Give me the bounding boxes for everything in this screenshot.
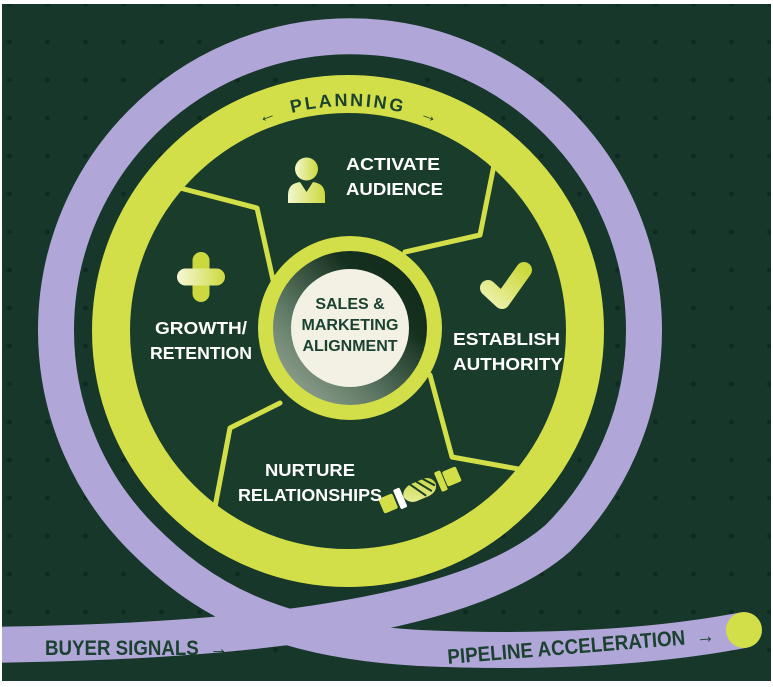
quadrant-establish-authority: ESTABLISH AUTHORITY bbox=[453, 262, 563, 374]
outer-loop bbox=[0, 18, 748, 668]
planning-arrow-left-icon: ← bbox=[255, 102, 279, 127]
divider-top-right bbox=[402, 157, 498, 255]
center-circle bbox=[291, 269, 409, 387]
svg-text:MARKETING: MARKETING bbox=[302, 317, 399, 334]
buyer-signals-arrow-icon: → bbox=[209, 637, 228, 660]
quadrant-nurture-relationships: NURTURE RELATIONSHIPS bbox=[238, 460, 462, 514]
activate-audience-label: AUDIENCE bbox=[346, 179, 443, 199]
handshake-icon bbox=[378, 466, 462, 514]
svg-text:ALIGNMENT: ALIGNMENT bbox=[302, 338, 397, 355]
flow-end-dot bbox=[726, 612, 762, 648]
check-icon bbox=[480, 262, 532, 309]
establish-authority-label: ESTABLISH bbox=[453, 329, 560, 349]
plus-icon bbox=[177, 252, 225, 302]
divider-bottom-right bbox=[427, 372, 538, 475]
growth-retention-label: GROWTH/ bbox=[155, 318, 247, 338]
nurture-relationships-label: RELATIONSHIPS bbox=[238, 485, 382, 505]
center-hub: SALES & MARKETING ALIGNMENT bbox=[258, 236, 442, 420]
center-label: SALES & MARKETING ALIGNMENT bbox=[302, 296, 399, 355]
activate-audience-label: ACTIVATE bbox=[346, 154, 440, 174]
quadrant-activate-audience: ACTIVATE AUDIENCE bbox=[288, 154, 443, 203]
inner-ring bbox=[92, 75, 604, 587]
pipeline-acceleration-arrow-icon: → bbox=[695, 624, 716, 648]
divider-top-left bbox=[177, 185, 276, 283]
nurture-relationships-label: NURTURE bbox=[265, 460, 355, 480]
planning-arrow-right-icon: → bbox=[417, 102, 441, 127]
establish-authority-label: AUTHORITY bbox=[453, 354, 563, 374]
growth-retention-label: RETENTION bbox=[150, 343, 252, 363]
person-icon bbox=[288, 157, 325, 203]
quadrant-growth-retention: GROWTH/ RETENTION bbox=[150, 252, 252, 363]
svg-text:SALES &: SALES & bbox=[315, 296, 385, 313]
divider-bottom-left bbox=[212, 400, 283, 510]
buyer-signals-label: BUYER SIGNALS → bbox=[45, 637, 228, 660]
quadrant-dividers bbox=[177, 157, 538, 510]
